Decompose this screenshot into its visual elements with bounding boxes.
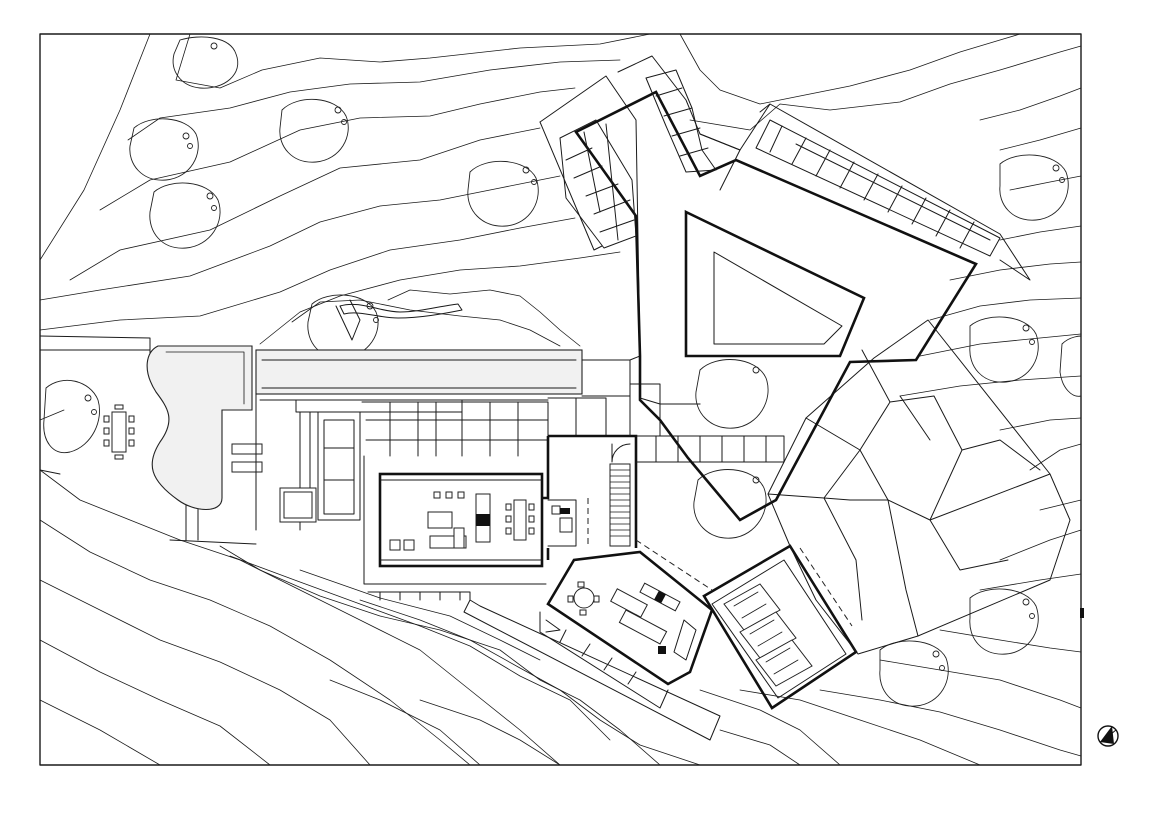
tree-canopy-icon bbox=[467, 160, 539, 227]
terrace-pavers bbox=[279, 397, 607, 601]
tree-canopy-icon bbox=[129, 118, 199, 181]
tree-canopy-icon bbox=[969, 588, 1039, 655]
tree-canopy-icon bbox=[693, 469, 767, 539]
tree-canopy-icon bbox=[43, 379, 100, 454]
kitchen-pod bbox=[546, 539, 714, 686]
tree-canopy-icon bbox=[1059, 335, 1082, 397]
forecourt bbox=[629, 395, 701, 437]
tree-canopy-icon bbox=[172, 36, 239, 89]
trees bbox=[43, 36, 1082, 707]
tree-canopy-icon bbox=[969, 316, 1039, 383]
contour-lines bbox=[39, 33, 1082, 766]
garage bbox=[702, 544, 858, 710]
pool bbox=[146, 345, 253, 510]
tree-canopy-icon bbox=[307, 294, 379, 359]
west-wing-roof bbox=[255, 349, 631, 531]
south-terrace bbox=[463, 599, 721, 741]
living-pavilion bbox=[378, 472, 544, 568]
car-icon bbox=[739, 611, 797, 659]
edge-marker bbox=[1080, 608, 1084, 618]
garden-path bbox=[335, 299, 463, 341]
tree-canopy-icon bbox=[695, 359, 769, 429]
car-icon bbox=[755, 639, 813, 687]
tree-canopy-icon bbox=[149, 182, 221, 249]
tree-canopy-icon bbox=[879, 640, 949, 707]
outdoor-dining-table bbox=[103, 404, 135, 460]
north-wing bbox=[539, 55, 1031, 522]
east-slabs bbox=[767, 319, 1071, 655]
central-hall bbox=[542, 383, 785, 560]
tree-canopy-icon bbox=[999, 154, 1069, 221]
north-arrow-icon bbox=[1097, 725, 1119, 747]
car-icon bbox=[723, 583, 781, 631]
tree-canopy-icon bbox=[279, 98, 349, 163]
sun-loungers bbox=[231, 443, 263, 473]
